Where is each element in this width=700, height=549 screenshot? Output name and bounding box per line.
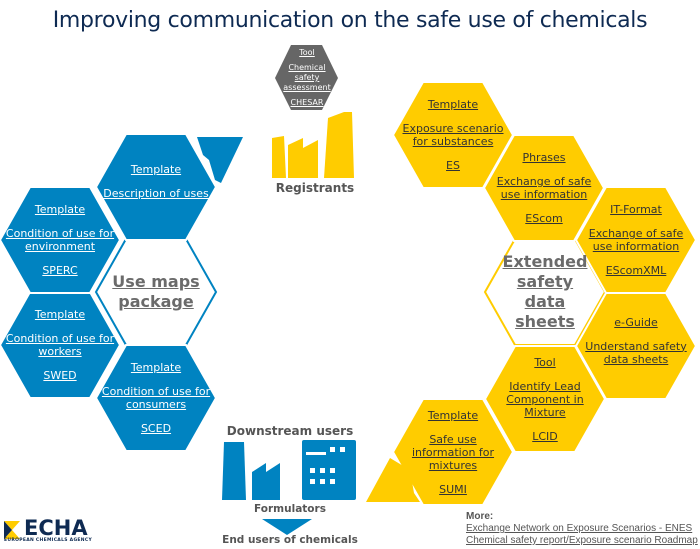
hex-code[interactable]: SWED (43, 369, 77, 382)
logo-word: ECHA (24, 516, 88, 540)
hex-label[interactable]: Template (427, 98, 479, 111)
hex-desc[interactable]: Condition of use for consumers (101, 385, 211, 411)
hex-label[interactable]: Template (130, 163, 182, 176)
hex-desc[interactable]: Exchange of safe use information (496, 175, 592, 201)
tool-desc[interactable]: Chemical safety assessment (283, 63, 331, 92)
echa-logo: ECHA EUROPEAN CHEMICALS AGENCY (4, 516, 93, 544)
hex-code[interactable]: EScom (525, 212, 563, 225)
hex-code[interactable]: SPERC (42, 264, 78, 277)
esds-hex-shape (391, 81, 515, 189)
end-users-label: End users of chemicals (222, 534, 358, 546)
link-roadmap[interactable]: Chemical safety report/Exposure scenario… (466, 535, 698, 546)
hex-code[interactable]: SUMI (439, 482, 467, 496)
more-links: More: Exchange Network on Exposure Scena… (466, 511, 698, 547)
hex-desc[interactable]: Identify Lead Component in Mixture (506, 379, 584, 419)
esds-hex-shape (391, 398, 515, 506)
hex-code[interactable]: ES (446, 159, 460, 172)
tool-code[interactable]: CHESAR (290, 98, 324, 107)
hex-desc[interactable]: Safe use information for mixtures (411, 432, 495, 472)
hex-label[interactable]: Phrases (522, 151, 566, 164)
hex-desc[interactable]: Description of uses (103, 187, 209, 200)
more-label: More: (466, 511, 494, 522)
downstream-users-icon (222, 440, 356, 500)
use-maps-package-link[interactable]: Use maps package (112, 272, 200, 311)
use-maps-package: Use maps package (106, 239, 206, 345)
registrants-label: Registrants (275, 181, 355, 195)
use-map-hex-shape (94, 133, 218, 241)
tool-label[interactable]: Tool (299, 48, 315, 57)
hex-label[interactable]: e-Guide (614, 315, 658, 329)
hex-desc[interactable]: Exposure scenario for substances (402, 122, 504, 148)
logo-sub: EUROPEAN CHEMICALS AGENCY (4, 538, 93, 543)
hex-label[interactable]: Template (427, 408, 479, 422)
formulators-label: Formulators (254, 503, 326, 515)
hex-desc[interactable]: Exchange of safe use information (588, 227, 684, 253)
hex-desc[interactable]: Condition of use for environment (5, 227, 115, 253)
hex-code[interactable]: EScomXML (605, 264, 667, 277)
downstream-users-label: Downstream users (226, 424, 354, 438)
tool-hex: Tool Chemical safety assessment CHESAR (276, 47, 338, 109)
hex-label[interactable]: IT-Format (610, 203, 662, 216)
hex-code[interactable]: LCID (532, 429, 558, 443)
factory-icon (272, 112, 354, 178)
link-enes[interactable]: Exchange Network on Exposure Scenarios -… (466, 523, 693, 534)
hex-label[interactable]: Template (34, 308, 86, 321)
down-arrow-icon (262, 519, 312, 535)
page-title: Improving communication on the safe use … (52, 8, 648, 33)
tool-hex-shape (275, 45, 338, 110)
hex-code[interactable]: SCED (140, 422, 172, 435)
hex-label[interactable]: Tool (534, 355, 556, 369)
arrow-to-registrants (197, 137, 243, 183)
hex-desc[interactable]: Understand safety data sheets (585, 339, 687, 366)
hex-label[interactable]: Template (130, 361, 182, 374)
use-map-hex-shape (0, 186, 122, 294)
arrow-to-downstream (366, 458, 420, 502)
esds-hex-shape (574, 186, 698, 294)
extended-safety-data-sheets-link[interactable]: Extended safety data sheets (502, 252, 588, 331)
hex-desc[interactable]: Condition of use for workers (5, 332, 115, 358)
echa-logo-mark (4, 521, 20, 539)
building-windows (306, 447, 345, 484)
hex-label[interactable]: Template (34, 203, 86, 216)
extended-safety-data-sheets: Extended safety data sheets (495, 239, 595, 345)
use-map-hex-shape (94, 344, 218, 452)
